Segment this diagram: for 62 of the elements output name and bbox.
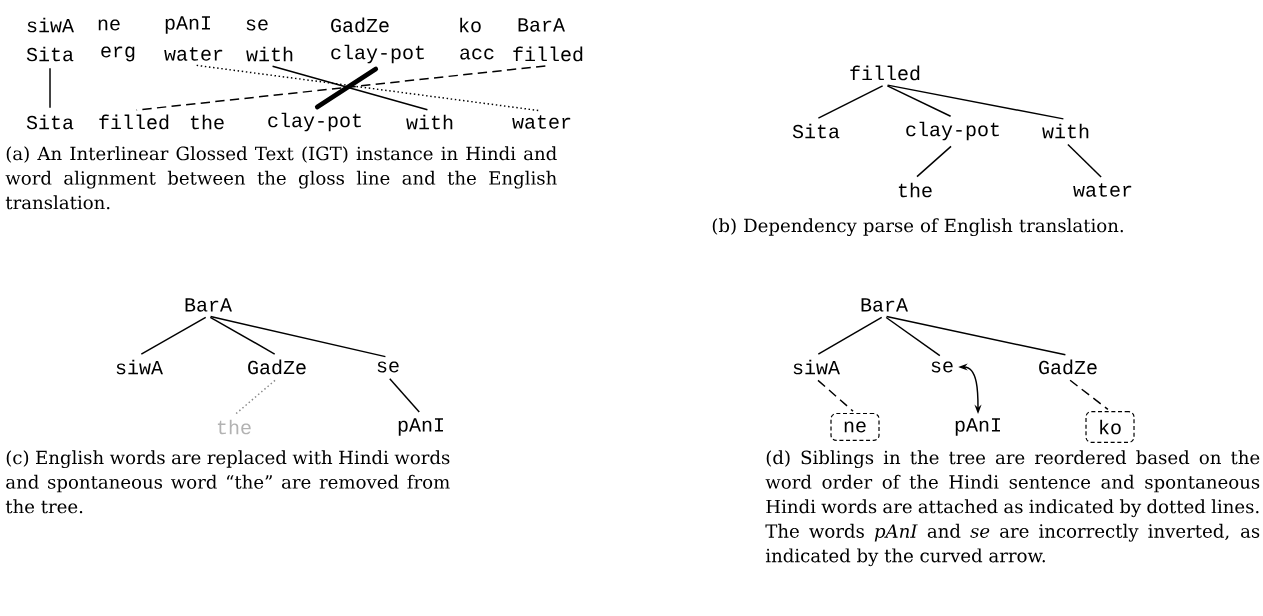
- word-box: ne: [830, 412, 880, 442]
- translation-word: with: [406, 114, 453, 130]
- caption: (c) English words are replaced with Hindi words and spontaneous word “the” are removed from the tree.: [5, 450, 450, 514]
- tree-word: BarA: [185, 298, 232, 312]
- tree-branch: [1069, 379, 1109, 411]
- tree-branch: [1067, 143, 1102, 178]
- hindi-word: BarA: [518, 18, 565, 32]
- tree-branch: [916, 145, 952, 178]
- translation-word: filled: [99, 114, 169, 130]
- tree-branch: [209, 315, 387, 358]
- word-box: ko: [1085, 411, 1135, 443]
- tree-branch: [817, 316, 883, 355]
- alignment-line: [314, 66, 379, 110]
- hindi-word: GadZe: [331, 17, 389, 33]
- gloss-word: erg: [101, 46, 135, 62]
- tree-word: pAnI: [955, 418, 1000, 436]
- hindi-word: se: [246, 19, 268, 31]
- alignment-line: [271, 65, 429, 111]
- caption: (a) An Interlinear Glossed Text (IGT) instance in Hindi and word alignment between the gloss line and the English translation.: [5, 146, 557, 210]
- gloss-word: with: [246, 46, 293, 62]
- tree-word: filled: [850, 65, 920, 81]
- tree-branch: [235, 379, 276, 415]
- tree-branch: [886, 84, 1065, 120]
- hindi-word: pAnI: [165, 16, 210, 34]
- hindi-word: siwA: [27, 17, 74, 33]
- hindi-word: ko: [460, 17, 481, 33]
- tree-word: Sita: [792, 123, 840, 139]
- tree-word: the: [898, 182, 932, 198]
- tree-branch: [209, 316, 276, 355]
- translation-word: Sita: [26, 114, 74, 130]
- tree-word: se: [377, 361, 399, 373]
- tree-branch: [817, 379, 854, 412]
- caption: (d) Siblings in the tree are reordered based on the word order of the Hindi sentence and spontaneous Hindi words are attached as indicated by dotted lines. The words pAnI and se are incorrectly inverted, as indicated by the curved arrow.: [765, 450, 1260, 567]
- tree-branch: [886, 85, 952, 117]
- tree-word: GadZe: [248, 359, 306, 375]
- gloss-word: clay-pot: [331, 44, 424, 64]
- gloss-word: filled: [513, 46, 583, 62]
- translation-word: clay-pot: [268, 112, 361, 132]
- tree-word: se: [931, 361, 953, 373]
- tree-word: siwA: [116, 359, 163, 375]
- tree-word: clay-pot: [906, 121, 999, 141]
- tree-branch: [389, 378, 420, 413]
- tree-branch: [817, 85, 884, 119]
- alignment-line: [195, 64, 541, 112]
- gloss-word: water: [164, 47, 223, 61]
- tree-branch: [885, 315, 1067, 356]
- caption: (b) Dependency parse of English translation.: [712, 218, 1123, 237]
- alignment-line: [49, 67, 51, 109]
- translation-word: water: [512, 115, 571, 129]
- tree-word: water: [1073, 183, 1132, 197]
- hindi-word: ne: [98, 19, 120, 31]
- removed-word: the: [217, 419, 251, 435]
- tree-word: with: [1042, 123, 1089, 139]
- gloss-word: Sita: [26, 46, 74, 62]
- tree-word: siwA: [793, 359, 840, 375]
- tree-branch: [140, 316, 207, 355]
- tree-branch: [885, 316, 941, 357]
- tree-word: GadZe: [1039, 359, 1097, 375]
- tree-word: pAnI: [398, 418, 443, 436]
- tree-word: BarA: [861, 298, 908, 312]
- gloss-word: acc: [460, 48, 494, 60]
- translation-word: the: [190, 114, 224, 130]
